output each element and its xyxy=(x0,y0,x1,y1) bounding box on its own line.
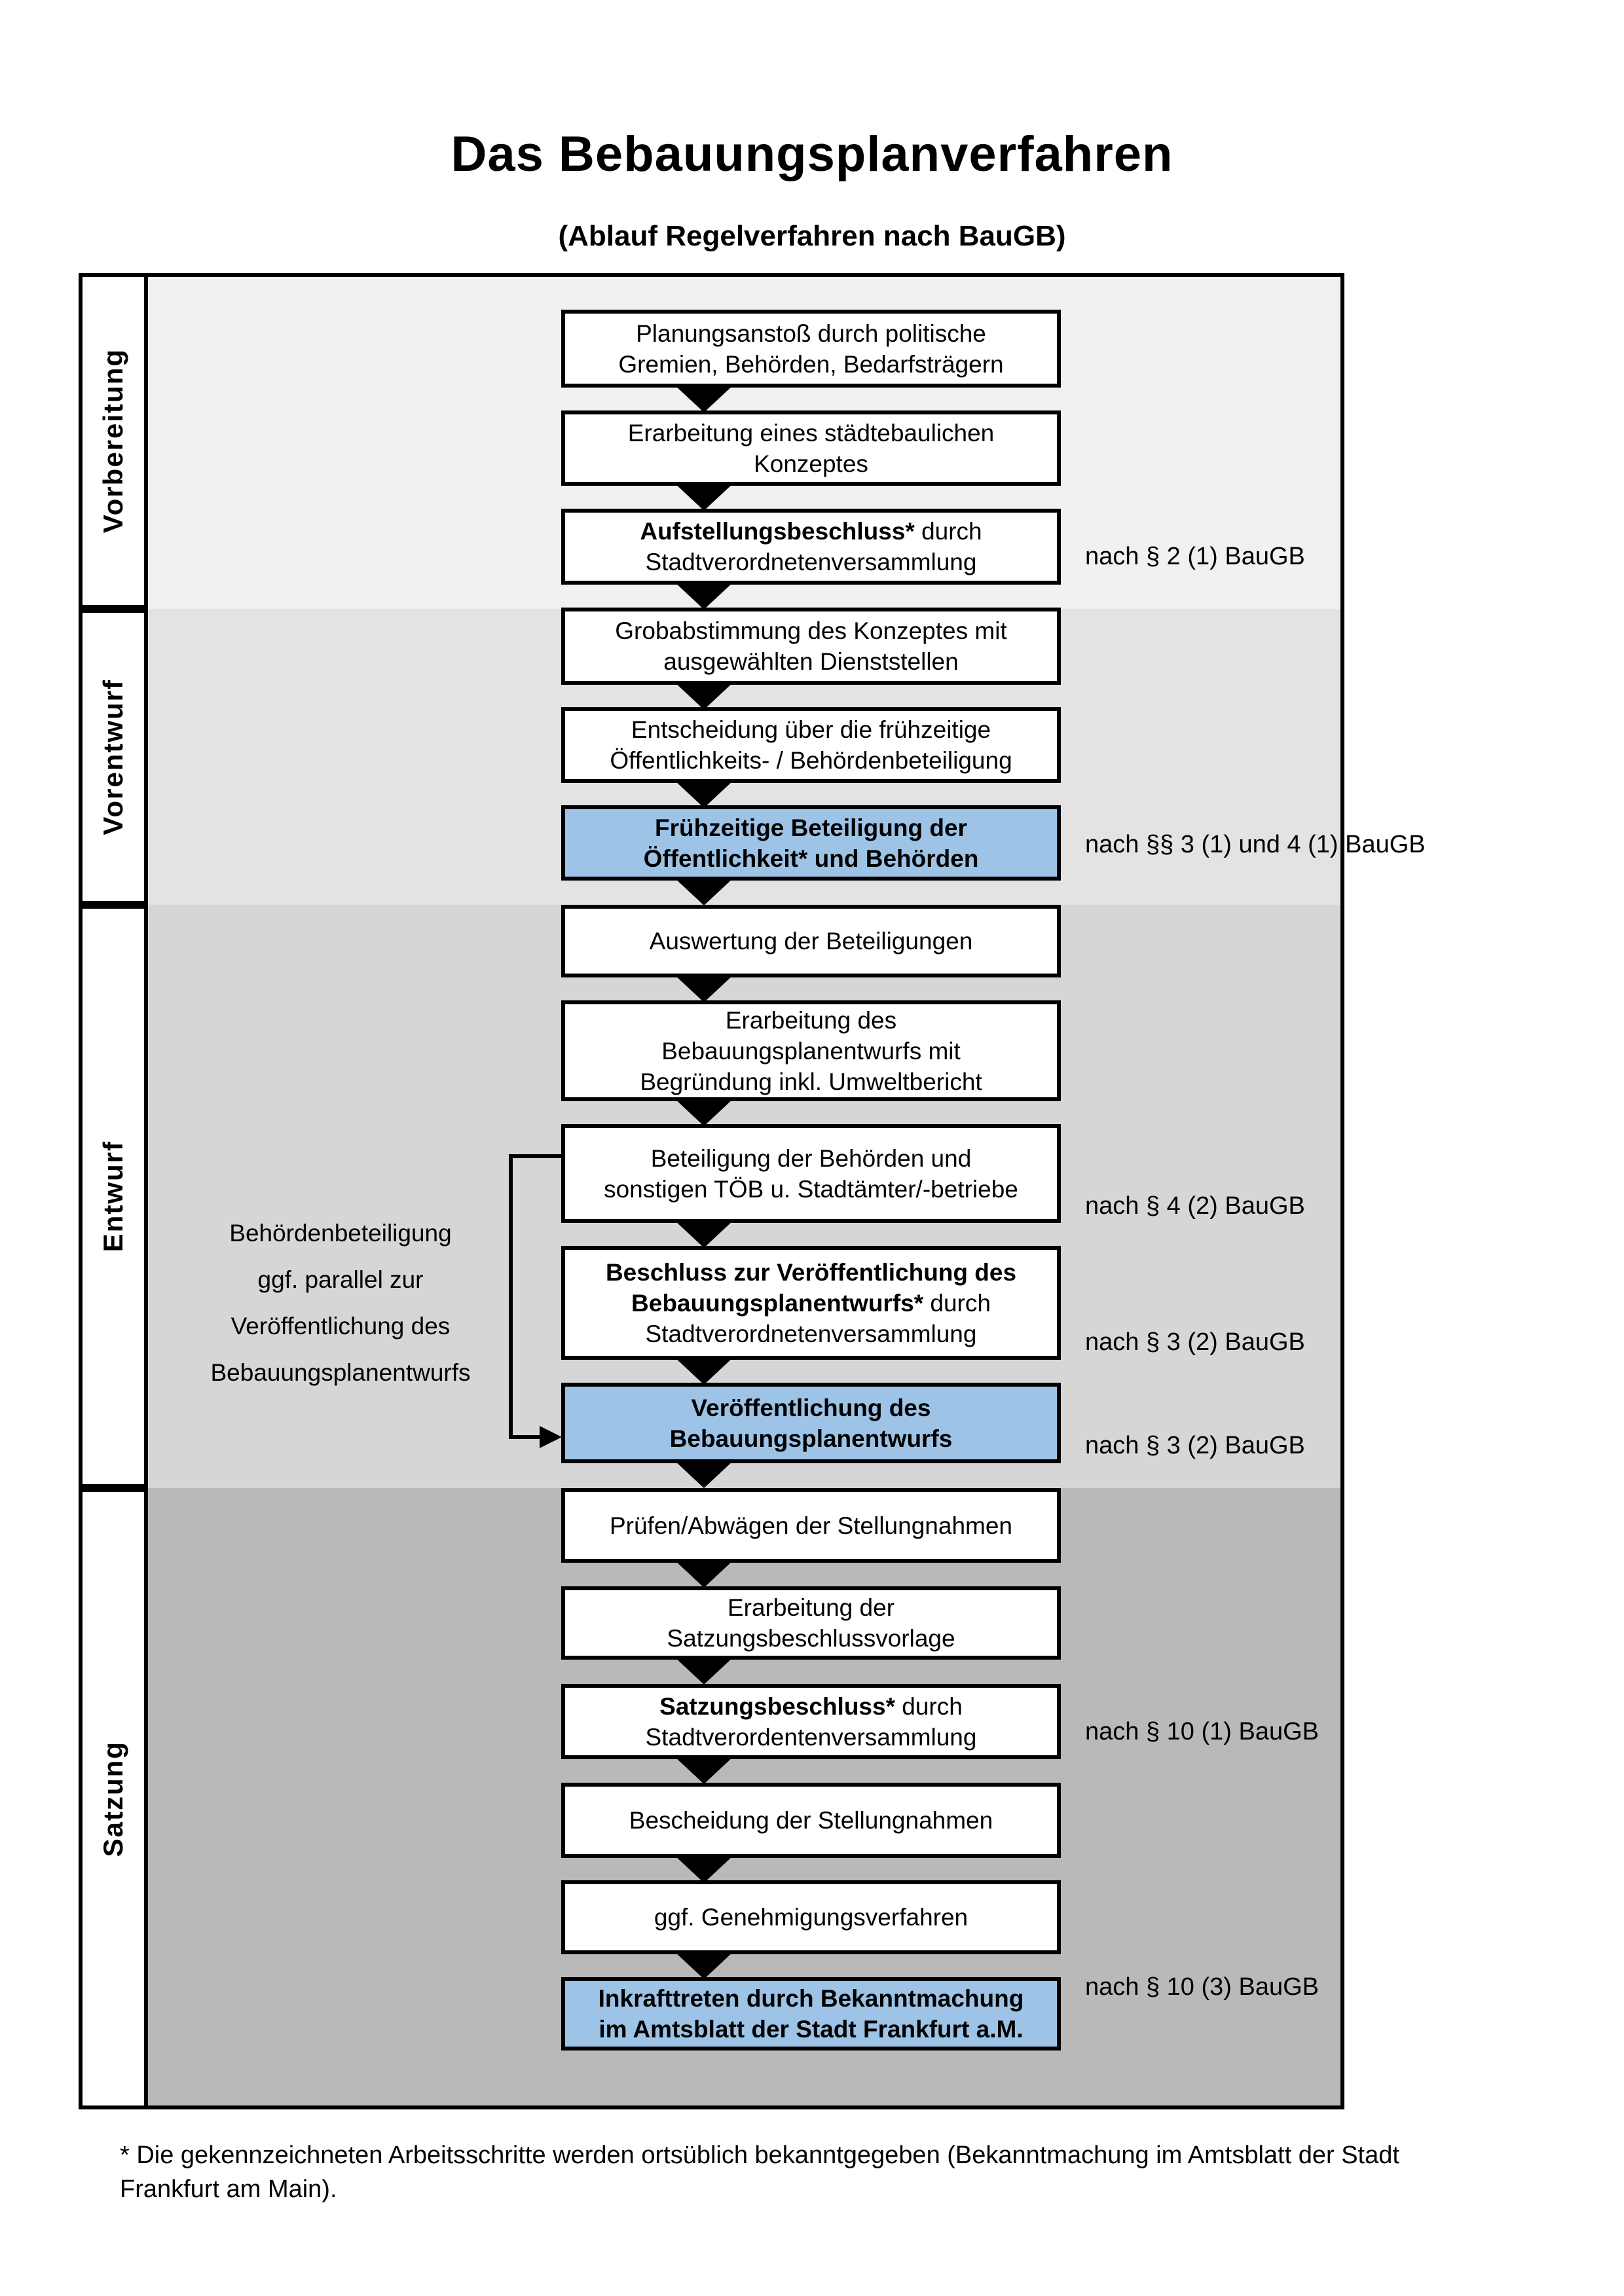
legal-reference: nach §§ 3 (1) und 4 (1) BauGB xyxy=(1085,831,1426,858)
flow-step-bescheidung-stellungnahmen: Bescheidung der Stellungnahmen xyxy=(561,1783,1061,1858)
page-title: Das Bebauungsplanverfahren xyxy=(451,126,1173,182)
parallel-connector-vertical xyxy=(509,1154,513,1439)
legal-reference: nach § 3 (2) BauGB xyxy=(1085,1432,1305,1459)
down-arrow xyxy=(674,1855,733,1883)
legal-reference: nach § 2 (1) BauGB xyxy=(1085,543,1305,570)
down-arrow xyxy=(674,483,733,511)
down-arrow xyxy=(674,1952,733,1979)
flow-step-text: Bescheidung der Stellungnahmen xyxy=(629,1807,993,1834)
phase-label: Vorbereitung xyxy=(98,348,128,534)
phase-label: Entwurf xyxy=(98,1140,128,1252)
parallel-annotation: Behördenbeteiligung ggf. parallel zur Ve… xyxy=(210,1220,471,1386)
legal-reference: nach § 3 (2) BauGB xyxy=(1085,1328,1305,1356)
legal-reference: nach § 10 (3) BauGB xyxy=(1085,1973,1319,2001)
flow-step-text: Prüfen/Abwägen der Stellungnahmen xyxy=(609,1512,1013,1539)
down-arrow xyxy=(674,780,733,808)
phase-label: Vorentwurf xyxy=(98,678,128,835)
phase-label-cell-satzung: Satzung xyxy=(79,1488,148,2109)
parallel-connector-bottom xyxy=(509,1435,543,1439)
down-arrow xyxy=(674,975,733,1002)
down-arrow xyxy=(674,1560,733,1588)
down-arrow xyxy=(674,1099,733,1126)
flow-step-pruefen-abwaegen: Prüfen/Abwägen der Stellungnahmen xyxy=(561,1488,1061,1563)
down-arrow xyxy=(674,1220,733,1248)
flow-step-text: ggf. Genehmigungsverfahren xyxy=(654,1904,969,1931)
footnote: * Die gekennzeichneten Arbeitsschritte w… xyxy=(120,2141,1399,2203)
phase-label-cell-entwurf: Entwurf xyxy=(79,905,148,1488)
down-arrow xyxy=(674,682,733,710)
parallel-connector-arrowhead xyxy=(540,1426,562,1448)
down-arrow xyxy=(674,1757,733,1784)
parallel-connector-top xyxy=(509,1154,563,1158)
down-arrow xyxy=(674,1357,733,1385)
flow-step-text: Auswertung der Beteiligungen xyxy=(649,928,973,955)
down-arrow xyxy=(674,582,733,610)
phase-label: Satzung xyxy=(98,1740,128,1857)
down-arrow xyxy=(674,878,733,905)
page-subtitle: (Ablauf Regelverfahren nach BauGB) xyxy=(558,220,1066,252)
flow-step-auswertung-beteiligungen: Auswertung der Beteiligungen xyxy=(561,905,1061,977)
legal-reference: nach § 4 (2) BauGB xyxy=(1085,1192,1305,1220)
phase-label-cell-vorentwurf: Vorentwurf xyxy=(79,609,148,905)
phase-label-cell-vorbereitung: Vorbereitung xyxy=(79,273,148,609)
down-arrow xyxy=(674,1657,733,1685)
legal-reference: nach § 10 (1) BauGB xyxy=(1085,1718,1319,1745)
flow-step-genehmigungsverfahren: ggf. Genehmigungsverfahren xyxy=(561,1880,1061,1954)
down-arrow xyxy=(674,385,733,412)
down-arrow xyxy=(674,1461,733,1488)
